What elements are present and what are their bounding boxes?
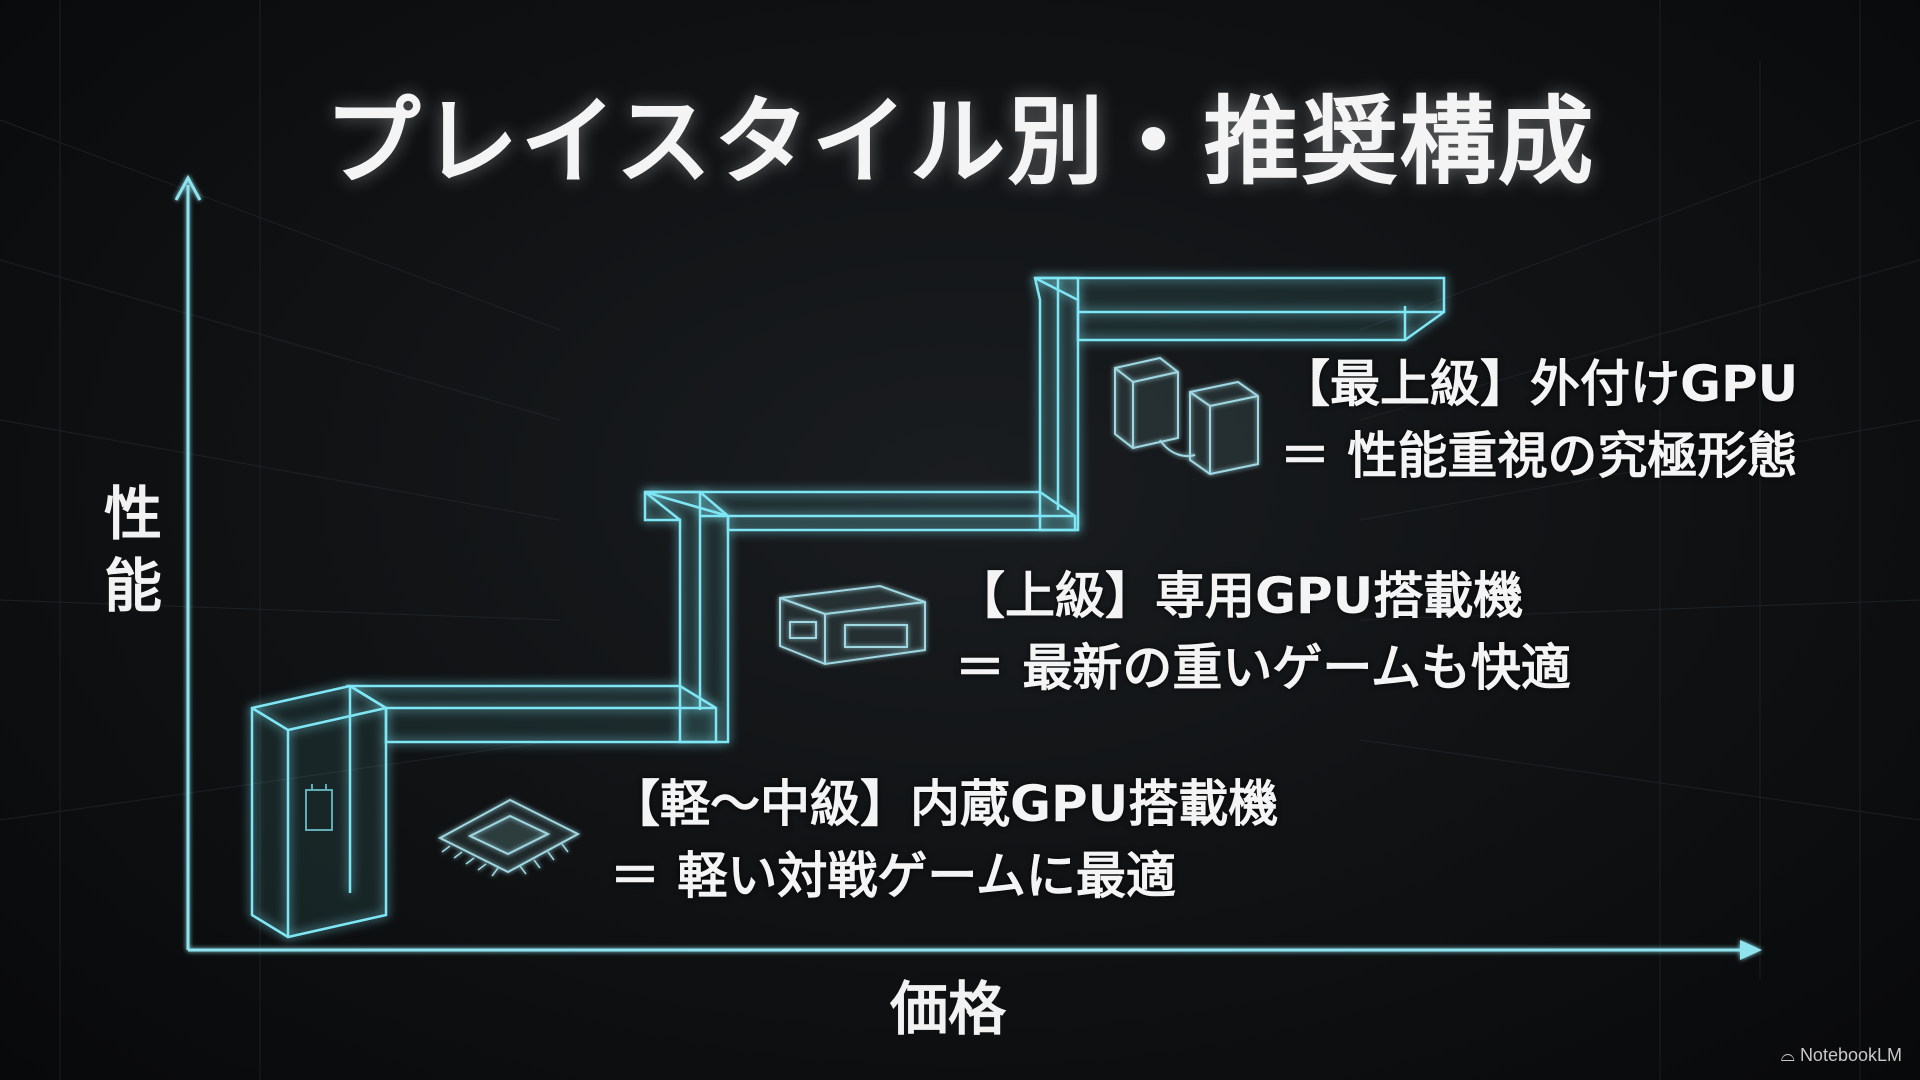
x-axis-arrow (1740, 940, 1762, 960)
y-axis-label-char: 性 (103, 480, 162, 548)
notebooklm-logo-icon: ⌓ (1780, 1045, 1795, 1065)
bottom-block-chip-icon (305, 784, 333, 831)
y-axis-arrow (174, 174, 202, 201)
axes (174, 174, 1762, 960)
cpu-chip-icon (437, 798, 581, 877)
notebooklm-watermark: ⌓ NotebookLM (1781, 1045, 1902, 1066)
y-axis-label-char: 能 (103, 552, 162, 620)
x-axis-label: 価格 (890, 975, 1007, 1043)
tier-label-mid: 【上級】専用GPU搭載機 ＝ 最新の重いゲームも快適 (955, 560, 1571, 704)
slide-title: プレイスタイル別・推奨構成 (324, 86, 1596, 198)
mini-pc-icon (779, 584, 926, 666)
tier-label-high: 【最上級】外付けGPU ＝ 性能重視の究極形態 (1280, 348, 1798, 492)
tier-title: 【最上級】外付けGPU (1280, 355, 1799, 413)
tier-label-low: 【軽～中級】内蔵GPU搭載機 ＝ 軽い対戦ゲームに最適 (610, 768, 1278, 912)
y-axis-label: 性 能 (98, 478, 168, 622)
external-gpu-boxes-icon (1114, 356, 1259, 476)
tier-description: ＝ 最新の重いゲームも快適 (955, 639, 1571, 697)
watermark-text: NotebookLM (1799, 1045, 1902, 1065)
staircase-path (250, 276, 1446, 939)
tier-title: 【軽～中級】内蔵GPU搭載機 (610, 775, 1279, 833)
tier-title: 【上級】専用GPU搭載機 (955, 567, 1524, 625)
tier-description: ＝ 軽い対戦ゲームに最適 (610, 847, 1176, 905)
tier-description: ＝ 性能重視の究極形態 (1280, 427, 1798, 485)
